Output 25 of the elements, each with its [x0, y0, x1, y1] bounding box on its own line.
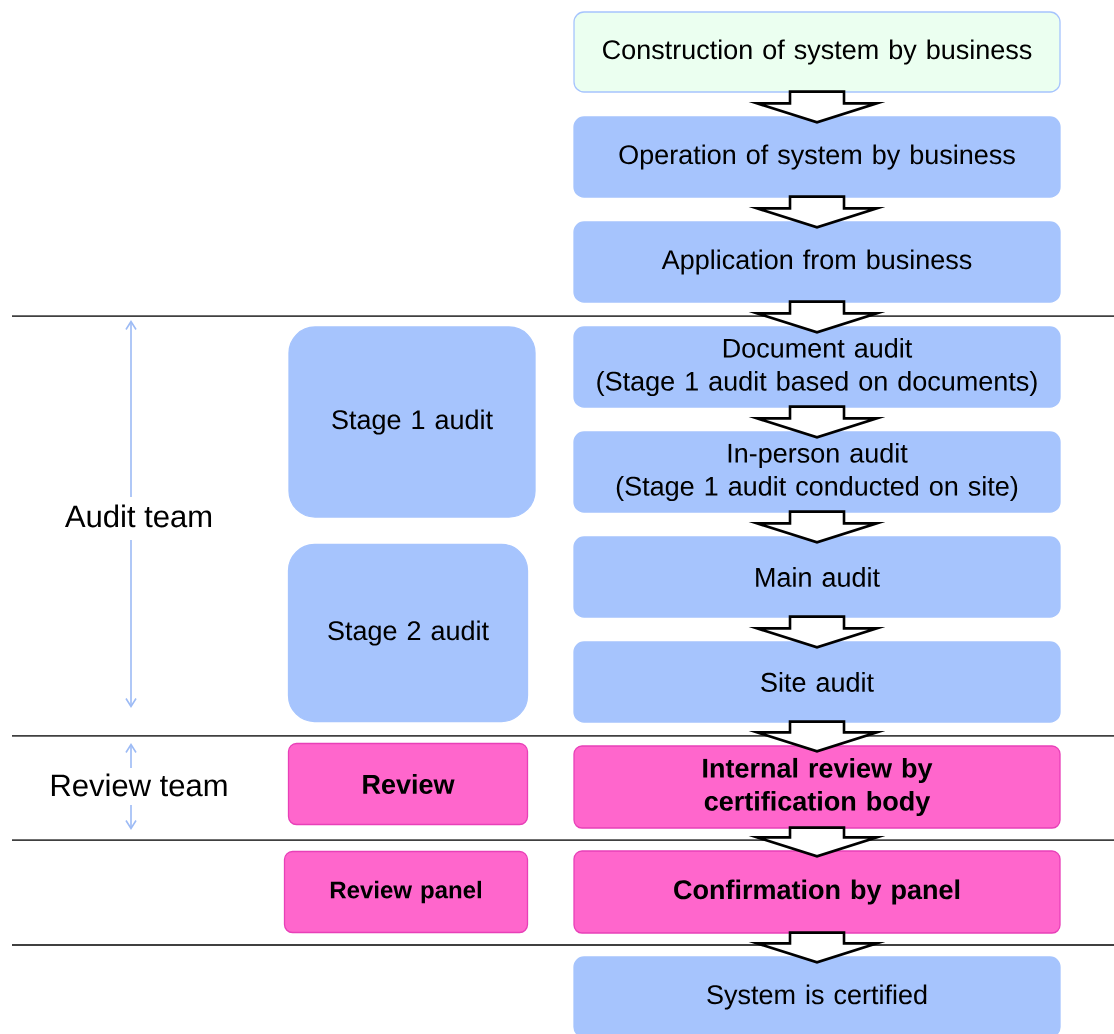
stage-box: Stage 1 audit	[288, 326, 536, 518]
process-box: Site audit	[573, 641, 1061, 723]
process-box: Internal review by certification body	[573, 745, 1061, 829]
stage-box: Stage 2 audit	[287, 543, 529, 723]
team-label: Audit team	[62, 502, 216, 530]
block-arrow	[748, 90, 886, 124]
block-arrow	[748, 405, 886, 439]
block-arrow	[748, 615, 886, 649]
team-label: Review team	[47, 771, 231, 799]
stage-box: Review panel	[283, 850, 529, 934]
process-box: Operation of system by business	[573, 116, 1061, 198]
process-box: System is certified	[573, 956, 1061, 1034]
block-arrow	[748, 300, 886, 334]
process-box: Construction of system by business	[573, 11, 1061, 93]
block-arrow	[748, 931, 886, 964]
process-box: Main audit	[573, 536, 1061, 618]
stage-box: Review	[287, 742, 529, 826]
process-box: In-person audit (Stage 1 audit conducted on site)	[573, 431, 1061, 513]
block-arrow	[748, 510, 886, 544]
process-box: Document audit (Stage 1 audit based on documents)	[573, 326, 1061, 408]
block-arrow	[748, 195, 886, 229]
process-box: Confirmation by panel	[573, 850, 1061, 934]
block-arrow	[748, 826, 886, 858]
block-arrow	[748, 720, 886, 753]
process-box: Application from business	[573, 221, 1061, 303]
